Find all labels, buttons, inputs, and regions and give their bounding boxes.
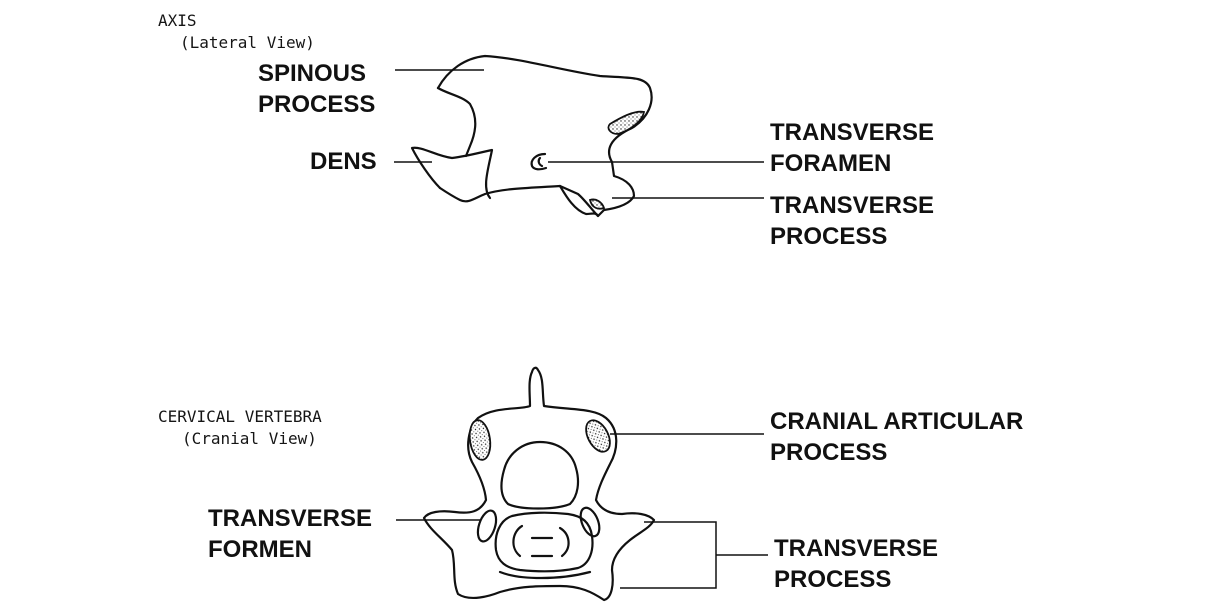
axis-foramen-inner xyxy=(537,156,544,168)
axis-body-outline xyxy=(436,54,653,218)
transverse-foramen-label-line1: TRANSVERSE xyxy=(770,119,935,146)
vertebral-body-inner xyxy=(512,524,524,558)
cervical-outline xyxy=(422,366,656,602)
axis-caudal-process xyxy=(558,184,600,218)
cervical-title: CERVICAL VERTEBRA xyxy=(158,407,322,426)
transverse-foramen-label-line2: FORAMEN xyxy=(770,150,892,177)
spinous-label-line2: PROCESS xyxy=(258,91,376,118)
spinous-label-line1: SPINOUS xyxy=(258,60,367,87)
left-transverse-foramen xyxy=(476,509,498,543)
vertebral-body-inner-2 xyxy=(558,526,570,558)
transverse-formen-label-line2: FORMEN xyxy=(208,536,312,563)
axis-title: AXIS xyxy=(158,11,197,30)
axis-lateral-drawing xyxy=(394,54,764,218)
transverse-formen-label-line1: TRANSVERSE xyxy=(208,505,373,532)
axis-dens-outline xyxy=(410,146,494,200)
axis-subtitle: (Lateral View) xyxy=(180,33,315,52)
left-articular-facet xyxy=(468,419,492,461)
axis-foramen-mark xyxy=(530,152,548,171)
vertebral-foramen xyxy=(500,440,580,510)
vertebral-body-bottom xyxy=(498,570,592,580)
dens-label: DENS xyxy=(310,148,377,175)
axis-process-stipple xyxy=(588,198,606,210)
cervical-subtitle: (Cranial View) xyxy=(182,429,317,448)
cervical-cranial-drawing xyxy=(396,366,768,602)
transverse-process-bracket xyxy=(620,521,717,589)
cranial-articular-label-line1: CRANIAL ARTICULAR xyxy=(770,408,1024,435)
transverse-process-label-line2: PROCESS xyxy=(770,223,888,250)
cervical-transverse-process-label-line1: TRANSVERSE xyxy=(774,535,939,562)
transverse-process-label-line1: TRANSVERSE xyxy=(770,192,935,219)
cranial-articular-label-line2: PROCESS xyxy=(770,439,888,466)
axis-articular-facet xyxy=(607,110,646,135)
axis-lamina-outline xyxy=(436,86,477,158)
cervical-transverse-process-label-line2: PROCESS xyxy=(774,566,892,593)
right-transverse-foramen xyxy=(579,506,601,538)
right-articular-facet xyxy=(585,419,611,453)
vertebral-body xyxy=(494,511,594,573)
